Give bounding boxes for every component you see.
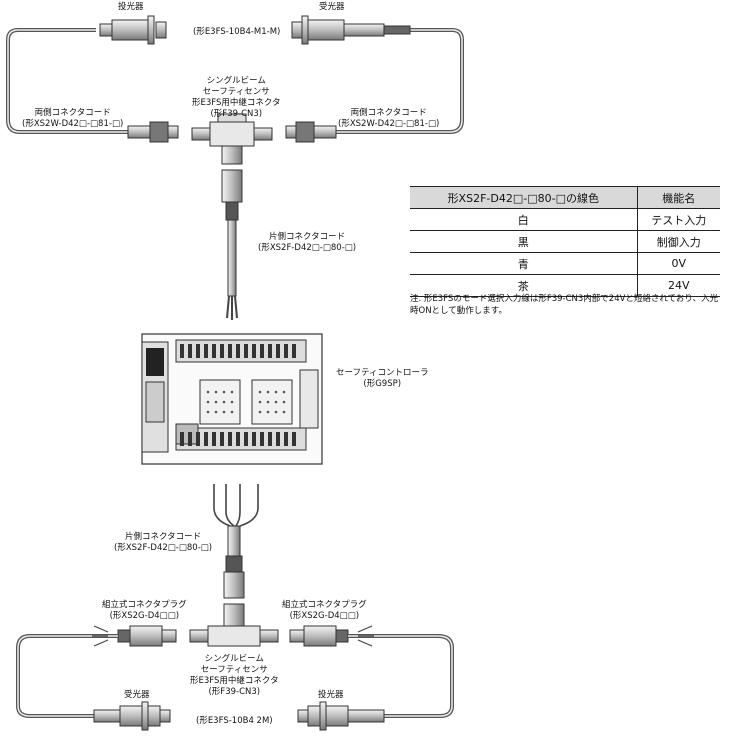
table-note: 注. 形E3FSのモード選択入力線は形F39-CN3内部で24Vと短絡されており… <box>410 294 719 316</box>
function-cell: 24V <box>636 274 720 297</box>
function-cell: テスト入力 <box>636 208 720 231</box>
right-cord-label: 両側コネクタコード (形XS2W-D42□-□81-□) <box>338 108 440 129</box>
lower-cord-wires <box>213 484 259 527</box>
table-row: 青 0V <box>410 252 720 275</box>
upper-single-cord-label: 片側コネクタコード (形XS2F-D42□-□80-□) <box>258 232 357 253</box>
top-receiver-label: 受光器 <box>319 2 345 12</box>
column-header-function: 機能名 <box>636 186 720 209</box>
bottom-emitter-sensor <box>297 701 385 731</box>
bottom-connector-label: シングルビーム セーフティセンサ 形E3FS用中継コネクタ (形F39-CN3) <box>190 654 279 697</box>
wire-color-table: 形XS2F-D42□-□80-□の線色 機能名 白 テスト入力 黒 制御入力 青… <box>410 186 720 297</box>
top-connector-label: シングルビーム セーフティセンサ 形E3FS用中継コネクタ (形F39-CN3) <box>192 76 281 119</box>
wire-color-cell: 青 <box>410 252 638 275</box>
lower-single-cord-label: 片側コネクタコード (形XS2F-D42□-□80-□) <box>114 532 213 553</box>
table-row: 黒 制御入力 <box>410 230 720 253</box>
function-cell: 0V <box>636 252 720 275</box>
left-plug-label: 組立式コネクタプラグ (形XS2G-D4□□) <box>102 600 187 621</box>
bottom-right-plug <box>289 625 349 647</box>
top-t-connector <box>191 113 273 165</box>
bottom-emitter-label: 投光器 <box>318 690 344 700</box>
top-right-cord-plug <box>285 121 337 143</box>
table-row: 茶 24V <box>410 274 720 297</box>
bottom-model-label: (形E3FS-10B4 2M) <box>196 716 273 726</box>
bottom-receiver-label: 受光器 <box>124 690 150 700</box>
bottom-t-connector <box>189 603 279 647</box>
controller-label: セーフティコントローラ (形G9SP) <box>336 368 429 389</box>
function-cell: 制御入力 <box>636 230 720 253</box>
table-row: 白 テスト入力 <box>410 208 720 231</box>
table-header-row: 形XS2F-D42□-□80-□の線色 機能名 <box>410 186 720 209</box>
wire-color-cell: 白 <box>410 208 638 231</box>
top-receiver-sensor <box>291 15 411 45</box>
column-header-wire-color: 形XS2F-D42□-□80-□の線色 <box>410 186 638 209</box>
lower-single-cord <box>223 525 245 599</box>
top-emitter-sensor <box>99 15 167 45</box>
top-model-label: (形E3FS-10B4-M1-M) <box>193 27 281 37</box>
left-cord-label: 両側コネクタコード (形XS2W-D42□-□81-□) <box>22 108 124 129</box>
upper-single-cord <box>221 169 243 320</box>
wire-color-cell: 黒 <box>410 230 638 253</box>
top-emitter-label: 投光器 <box>118 2 144 12</box>
bottom-receiver-sensor <box>93 701 171 731</box>
wire-color-cell: 茶 <box>410 274 638 297</box>
top-left-cord-plug <box>127 121 179 143</box>
right-plug-label: 組立式コネクタプラグ (形XS2G-D4□□) <box>282 600 367 621</box>
bottom-left-plug <box>117 625 177 647</box>
